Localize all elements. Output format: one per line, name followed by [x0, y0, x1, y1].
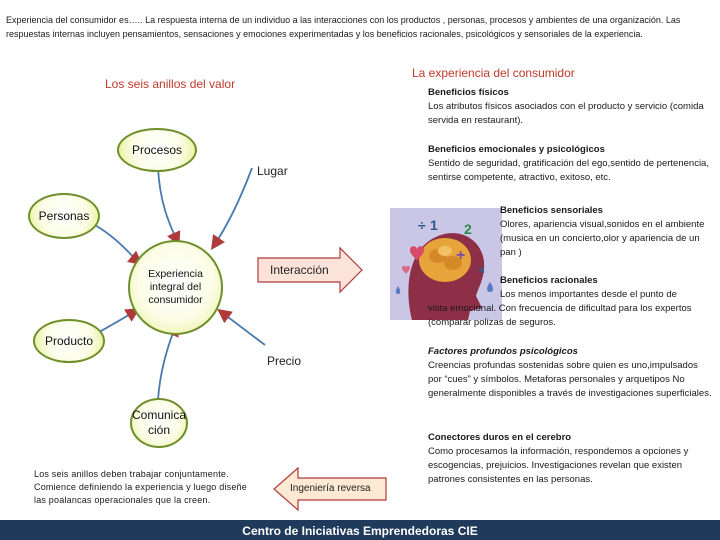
block-factores-profundos: Factores profundos psicológicos Creencia… — [428, 345, 713, 401]
beneficios-emocionales-body: Sentido de seguridad, gratificación del … — [428, 158, 709, 183]
beneficios-racionales-title: Beneficios racionales — [500, 275, 598, 286]
connector-comunicacion — [157, 321, 179, 401]
connector-lugar — [210, 167, 253, 250]
factores-body: Creencias profundas sostenidas sobre qui… — [428, 360, 712, 399]
digit-one: 1 — [430, 217, 438, 233]
connector-procesos — [157, 167, 181, 247]
ring-experiencia-integral: Experiencia integral del consumidor — [128, 240, 223, 335]
ingenieria-arrow — [273, 466, 387, 512]
drop-icon-2 — [395, 286, 401, 294]
ring-procesos: Procesos — [117, 128, 197, 172]
beneficios-racionales-body2: vista emocional. Con frecuencia de dific… — [428, 303, 692, 328]
label-ingenieria-reversa: Ingeniería reversa — [290, 483, 371, 494]
block-beneficios-emocionales: Beneficios emocionales y psicológicos Se… — [428, 143, 713, 185]
heart-icon-small — [402, 265, 410, 274]
brain-illustration: 1 2 + × ÷ — [390, 208, 502, 320]
block-beneficios-fisicos: Beneficios físicos Los atributos físicos… — [428, 86, 708, 128]
beneficios-fisicos-title: Beneficios físicos — [428, 87, 509, 98]
drop-icon — [487, 282, 493, 292]
interaccion-arrow — [257, 246, 363, 294]
beneficios-emocionales-title: Beneficios emocionales y psicológicos — [428, 144, 605, 155]
label-interaccion: Interacción — [270, 263, 329, 277]
factores-title: Factores profundos psicológicos — [428, 346, 578, 357]
rings-note: Los seis anillos deben trabajar conjunta… — [34, 469, 247, 505]
conectores-title: Conectores duros en el cerebro — [428, 432, 572, 443]
footer-bar: Centro de Iniciativas Emprendedoras CIE — [0, 520, 720, 540]
connector-precio — [217, 308, 266, 346]
heart-icon — [410, 246, 424, 261]
ring-comunicacion: Comunica ción — [130, 398, 188, 448]
connector-personas — [94, 224, 143, 266]
ring-producto: Producto — [33, 319, 105, 363]
rings-title: Los seis anillos del valor — [105, 77, 236, 91]
label-precio: Precio — [267, 354, 302, 368]
block-beneficios-sensoriales: Beneficios sensoriales Olores, aparienci… — [500, 204, 712, 260]
conectores-body: Como procesamos la información, responde… — [428, 446, 689, 485]
block-conectores: Conectores duros en el cerebro Como proc… — [428, 431, 716, 487]
beneficios-sensoriales-title: Beneficios sensoriales — [500, 205, 603, 216]
label-lugar: Lugar — [257, 164, 288, 178]
times-icon: × — [478, 263, 485, 277]
ring-personas: Personas — [28, 193, 100, 239]
beneficios-racionales-head: Beneficios racionales Los menos importan… — [500, 274, 715, 302]
experience-title: La experiencia del consumidor — [412, 66, 575, 80]
intro-paragraph: Experiencia del consumidor es….. La resp… — [6, 15, 681, 39]
beneficios-sensoriales-body: Olores, apariencia visual,sonidos en el … — [500, 219, 705, 258]
plus-icon: + — [456, 247, 465, 264]
divide-icon: ÷ — [418, 217, 426, 233]
digit-two: 2 — [464, 221, 472, 237]
footer-text: Centro de Iniciativas Emprendedoras CIE — [242, 524, 478, 538]
beneficios-fisicos-body: Los atributos físicos asociados con el p… — [428, 101, 704, 126]
beneficios-racionales-body1: Los menos importantes desde el punto de — [500, 289, 677, 300]
